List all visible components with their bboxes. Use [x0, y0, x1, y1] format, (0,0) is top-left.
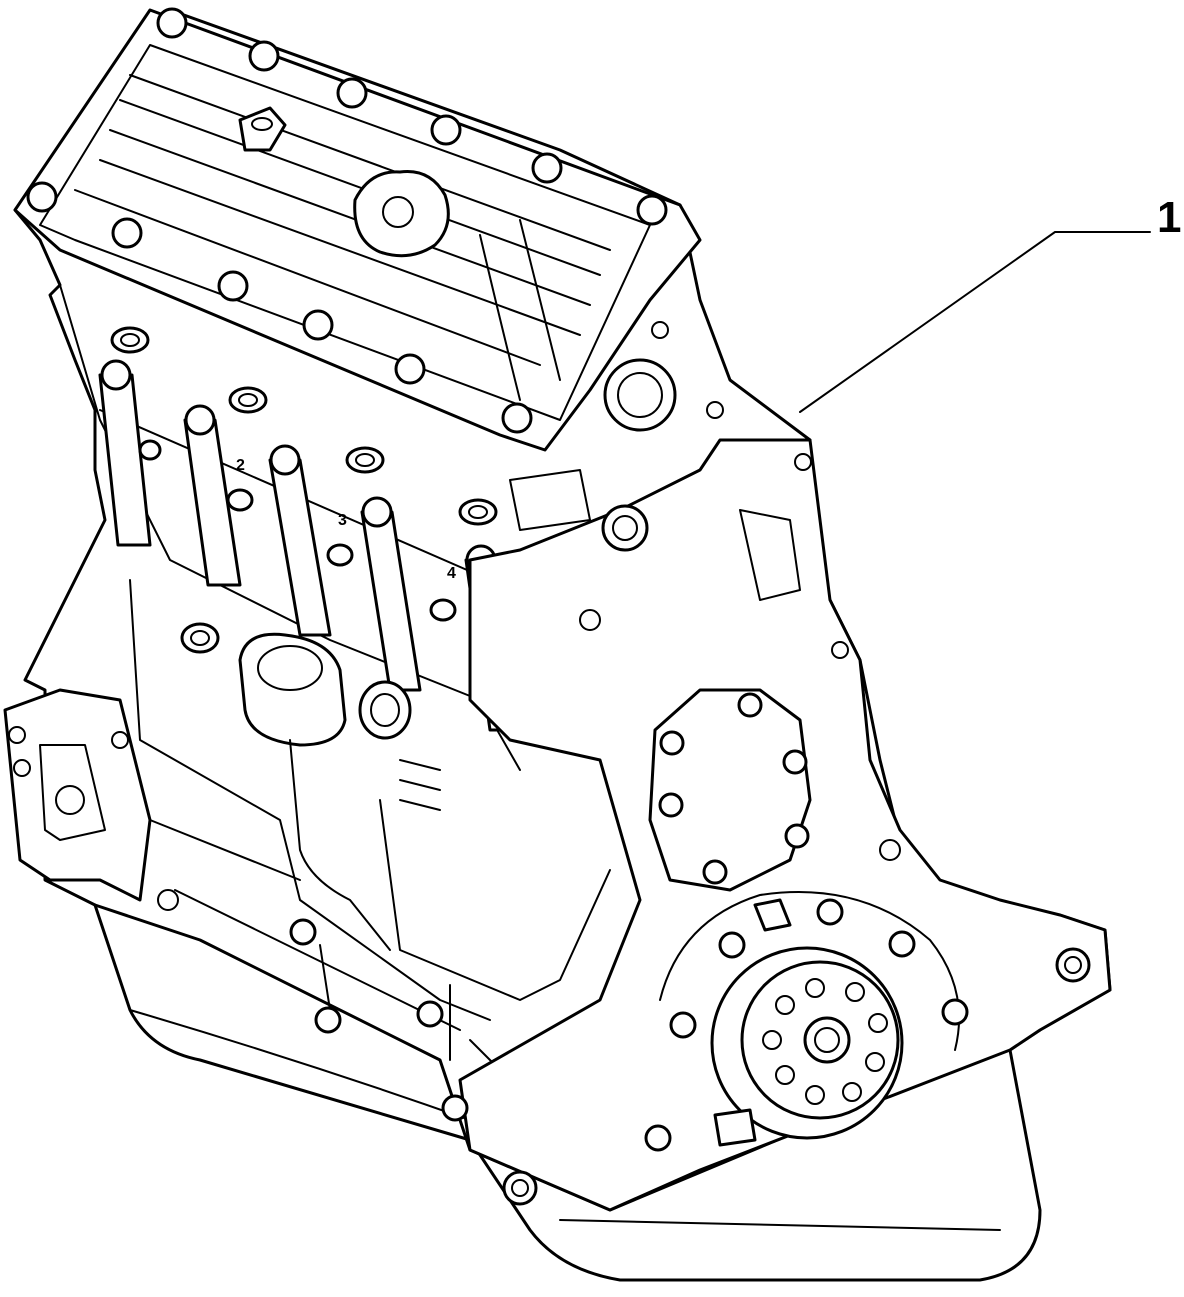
callout-label-1: 1	[1157, 193, 1182, 242]
oil-filler-cap	[353, 169, 450, 258]
pump-flange	[648, 688, 812, 892]
cylinder-label-3: 3	[338, 512, 347, 529]
transmission-flange	[3, 688, 152, 902]
cylinder-label-2: 2	[236, 457, 245, 474]
cylinder-label-4: 4	[447, 565, 456, 582]
callout-1	[799, 231, 1151, 413]
lower-block-bolts	[157, 889, 469, 1122]
valve-cover	[13, 8, 702, 452]
water-pump-pulley	[644, 891, 969, 1152]
valve-cover-bolts	[26, 7, 668, 434]
oil-sump	[93, 903, 1042, 1282]
water-outlet	[180, 622, 441, 951]
